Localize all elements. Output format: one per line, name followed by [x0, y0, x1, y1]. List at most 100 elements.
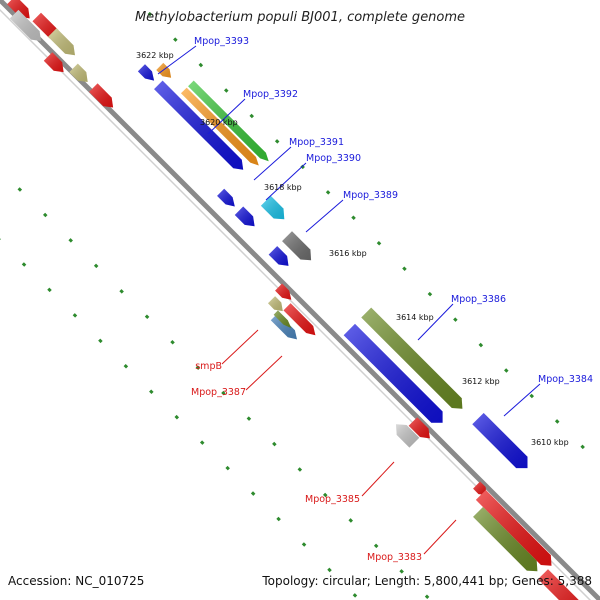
tick-dot: [170, 339, 175, 345]
tick-dot: [276, 516, 281, 522]
tick-dot: [119, 289, 124, 294]
gene-arrow-shade: [234, 206, 255, 227]
tick-dot: [478, 342, 484, 348]
tick-label: 3612 kbp: [462, 377, 500, 386]
tick-dot: [199, 440, 205, 445]
tick-label: 3610 kbp: [531, 438, 569, 447]
tick-dot: [300, 164, 305, 170]
tick-dot: [68, 238, 73, 243]
tick-label: 3616 kbp: [329, 249, 367, 258]
gene-arrow-shade: [270, 313, 297, 340]
tick-dot: [224, 88, 229, 93]
tick-dot: [352, 593, 358, 598]
gene-arrow-shade: [69, 63, 88, 82]
label-leader-line: [157, 45, 197, 75]
tick-dot: [123, 364, 129, 369]
gene-arrow-shade: [275, 283, 292, 300]
tick-dot: [323, 492, 328, 498]
map-title: Methylobacterium populi BJ001, complete …: [134, 10, 466, 25]
tick-dot: [348, 518, 353, 523]
tick-dot: [221, 390, 226, 396]
tick-dot: [274, 139, 280, 144]
tick-dot: [325, 190, 331, 195]
label-leader-line: [253, 146, 292, 181]
tick-dot: [376, 240, 382, 246]
gene-arrow-shade: [43, 52, 64, 73]
tick-dot: [250, 491, 256, 496]
tick-dot: [198, 62, 204, 68]
gene-arrow-shade: [282, 231, 312, 261]
gene-arrow-shade: [188, 80, 269, 162]
tick-dot: [373, 543, 379, 549]
gene-label: Mpop_3384: [538, 374, 593, 385]
tick-dot: [173, 37, 178, 42]
gene-arrow-shade: [396, 424, 420, 448]
tick-dot: [327, 567, 332, 573]
label-leader-line: [423, 519, 457, 555]
tick-dot: [424, 594, 430, 600]
tick-label: 3618 kbp: [264, 183, 302, 192]
label-leader-lines: [157, 45, 541, 555]
gene-arrow-shade: [473, 507, 538, 572]
label-leader-line: [361, 461, 395, 497]
tick-dot: [529, 393, 535, 399]
tick-dot: [351, 215, 356, 221]
gene-arrow-shade: [343, 323, 443, 423]
gene-arrow-shade: [273, 310, 292, 329]
gene-arrow-shade: [89, 83, 114, 108]
tick-dot: [402, 266, 407, 271]
label-leader-line: [245, 355, 283, 391]
gene-label: Mpop_3391: [289, 137, 344, 148]
gene-arrow-shade: [181, 87, 259, 166]
gene-arrow-shade: [48, 28, 75, 56]
tick-label: 3622 kbp: [136, 51, 174, 60]
gene-label: Mpop_3385: [305, 494, 360, 505]
tick-dot: [399, 569, 404, 574]
tick-dot-rows: [0, 11, 585, 600]
gene-arrow-shade: [7, 0, 30, 19]
gene-arrow-shade: [361, 307, 463, 409]
gene-arrow-shade: [260, 195, 285, 220]
topology-text: Topology: circular; Length: 5,800,441 bp…: [262, 574, 592, 588]
gene-arrow-shade: [154, 80, 244, 170]
gene-label: Mpop_3389: [343, 190, 398, 201]
tick-dot: [147, 11, 153, 17]
accession-text: Accession: NC_010725: [8, 574, 145, 588]
label-leader-line: [221, 329, 259, 365]
gene-labels: Mpop_3393Mpop_3392Mpop_3391Mpop_3390Mpop…: [191, 36, 593, 563]
gene-arrow-shade: [268, 246, 289, 266]
tick-dot: [580, 444, 585, 450]
gene-arrow-shade: [538, 569, 579, 600]
gene-arrow-shade: [473, 481, 487, 495]
tick-dot: [225, 465, 230, 471]
label-leader-line: [305, 199, 344, 233]
label-leader-line: [207, 98, 246, 135]
tick-dot: [554, 419, 560, 424]
gene-features: [7, 0, 579, 600]
gene-arrow-shade: [9, 9, 41, 41]
label-leader-line: [417, 303, 454, 341]
tick-dot: [453, 317, 458, 322]
gene-label: Mpop_3386: [451, 294, 506, 305]
gene-label: Mpop_3392: [243, 89, 298, 100]
tick-dot: [195, 365, 201, 370]
gene-arrow-shade: [408, 417, 430, 439]
tick-dot: [42, 212, 48, 218]
tick-dot: [246, 416, 252, 421]
gene-arrow-shade: [268, 296, 283, 312]
gene-arrow-shade: [137, 64, 155, 81]
tick-dot: [297, 467, 303, 472]
tick-dot: [47, 287, 52, 293]
tick-label: 3614 kbp: [396, 313, 434, 322]
gene-arrow-shade: [472, 413, 528, 469]
tick-dot: [301, 542, 307, 547]
gene-arrow-shade: [217, 188, 235, 207]
tick-dot: [174, 414, 180, 420]
tick-dot: [21, 262, 27, 267]
gene-arrow-shade: [283, 303, 316, 336]
tick-dot: [72, 313, 78, 318]
gene-label: Mpop_3383: [367, 552, 422, 563]
tick-dot: [93, 263, 99, 269]
